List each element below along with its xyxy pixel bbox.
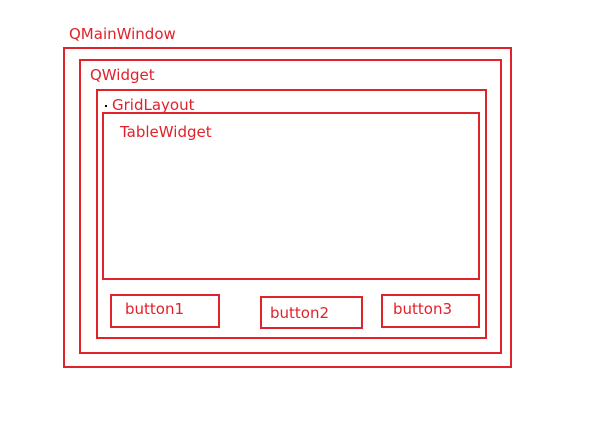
table-widget-label: TableWidget <box>120 123 212 141</box>
grid-layout-box <box>96 89 487 339</box>
main-window-box <box>63 47 512 368</box>
grid-layout-label: GridLayout <box>112 96 195 114</box>
button3-box <box>381 294 480 328</box>
button1-box <box>110 294 220 328</box>
widget-label: QWidget <box>90 66 155 84</box>
main-window-label: QMainWindow <box>69 25 176 43</box>
button2-box <box>260 296 363 329</box>
widget-box <box>79 59 502 354</box>
button2-label: button2 <box>270 304 330 322</box>
button3-label: button3 <box>393 300 453 318</box>
table-widget-box <box>102 112 480 280</box>
button1-label: button1 <box>125 300 185 318</box>
grid-layout-marker <box>105 105 107 107</box>
